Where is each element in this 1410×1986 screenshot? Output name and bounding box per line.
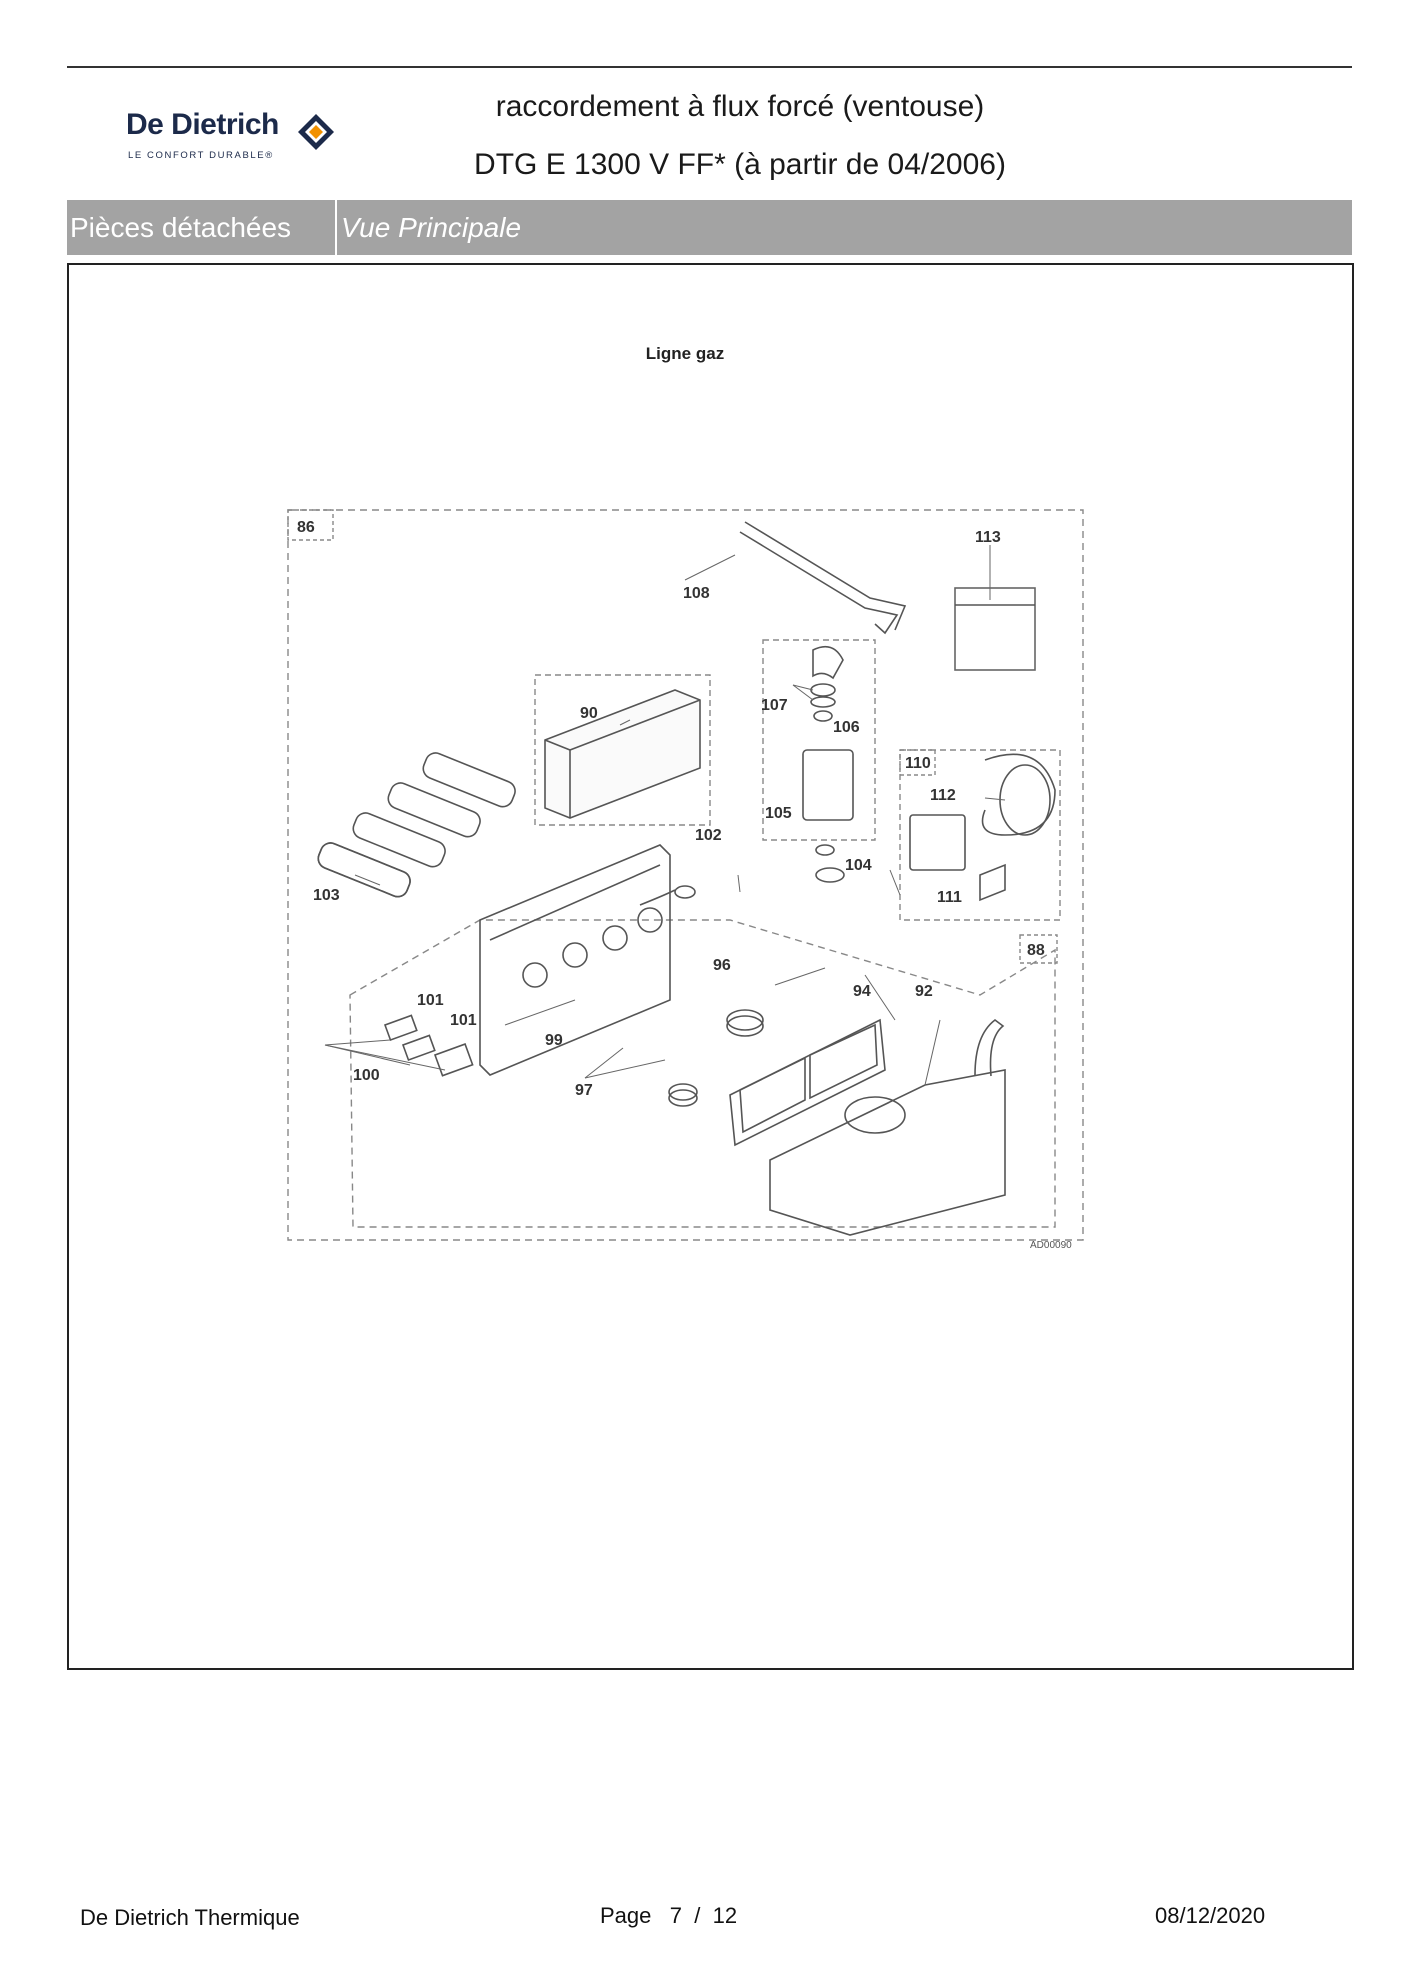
diagram-title: Ligne gaz (645, 344, 725, 363)
page-indicator: Page 7 / 12 (600, 1903, 737, 1929)
callout-113: 113 (975, 529, 1001, 546)
callout-107: 107 (761, 697, 788, 714)
diamond-logo-icon (298, 114, 334, 150)
page-label: Page (600, 1903, 652, 1928)
footer-date: 08/12/2020 (1155, 1903, 1266, 1928)
callout-111: 111 (937, 889, 962, 906)
section-band: Pièces détachées Vue Principale (67, 200, 1352, 255)
exploded-parts-diagram: 86 113 108 107 106 90 110 112 105 102 10… (287, 509, 1084, 1250)
brand-tagline: LE CONFORT DURABLE® (128, 150, 274, 161)
callout-101-b: 101 (450, 1012, 477, 1029)
callout-105: 105 (765, 805, 792, 822)
section-label: Pièces détachées (70, 212, 292, 243)
callout-103: 103 (313, 887, 340, 904)
page-current: 7 (669, 1903, 682, 1928)
document-title: raccordement à flux forcé (ventouse) (495, 90, 985, 123)
callout-86: 86 (297, 519, 315, 536)
brand-logo: De Dietrich LE CONFORT DURABLE® (126, 108, 346, 168)
callout-110: 110 (905, 755, 931, 772)
callout-88: 88 (1027, 942, 1045, 959)
page-separator: / (694, 1903, 701, 1928)
callout-90: 90 (580, 705, 598, 722)
callout-106: 106 (833, 719, 860, 736)
top-rule (67, 66, 1352, 68)
callout-94: 94 (853, 983, 871, 1000)
brand-name: De Dietrich (126, 108, 279, 141)
diagram-reference: AD00090 (1030, 1240, 1072, 1250)
callout-104: 104 (845, 857, 872, 874)
callout-100: 100 (353, 1067, 380, 1084)
callout-92: 92 (915, 983, 933, 1000)
callout-108: 108 (683, 585, 710, 602)
callout-102: 102 (695, 827, 722, 844)
callout-101-a: 101 (417, 992, 444, 1009)
document-subtitle: DTG E 1300 V FF* (à partir de 04/2006) (474, 148, 1006, 181)
callout-99: 99 (545, 1032, 563, 1049)
page-total: 12 (712, 1903, 738, 1928)
callout-97: 97 (575, 1082, 593, 1099)
content-frame (67, 263, 1354, 1670)
callout-96: 96 (713, 957, 731, 974)
view-label: Vue Principale (341, 212, 522, 243)
footer-company: De Dietrich Thermique (80, 1905, 300, 1930)
band-separator (335, 200, 337, 255)
callout-112: 112 (930, 787, 956, 804)
